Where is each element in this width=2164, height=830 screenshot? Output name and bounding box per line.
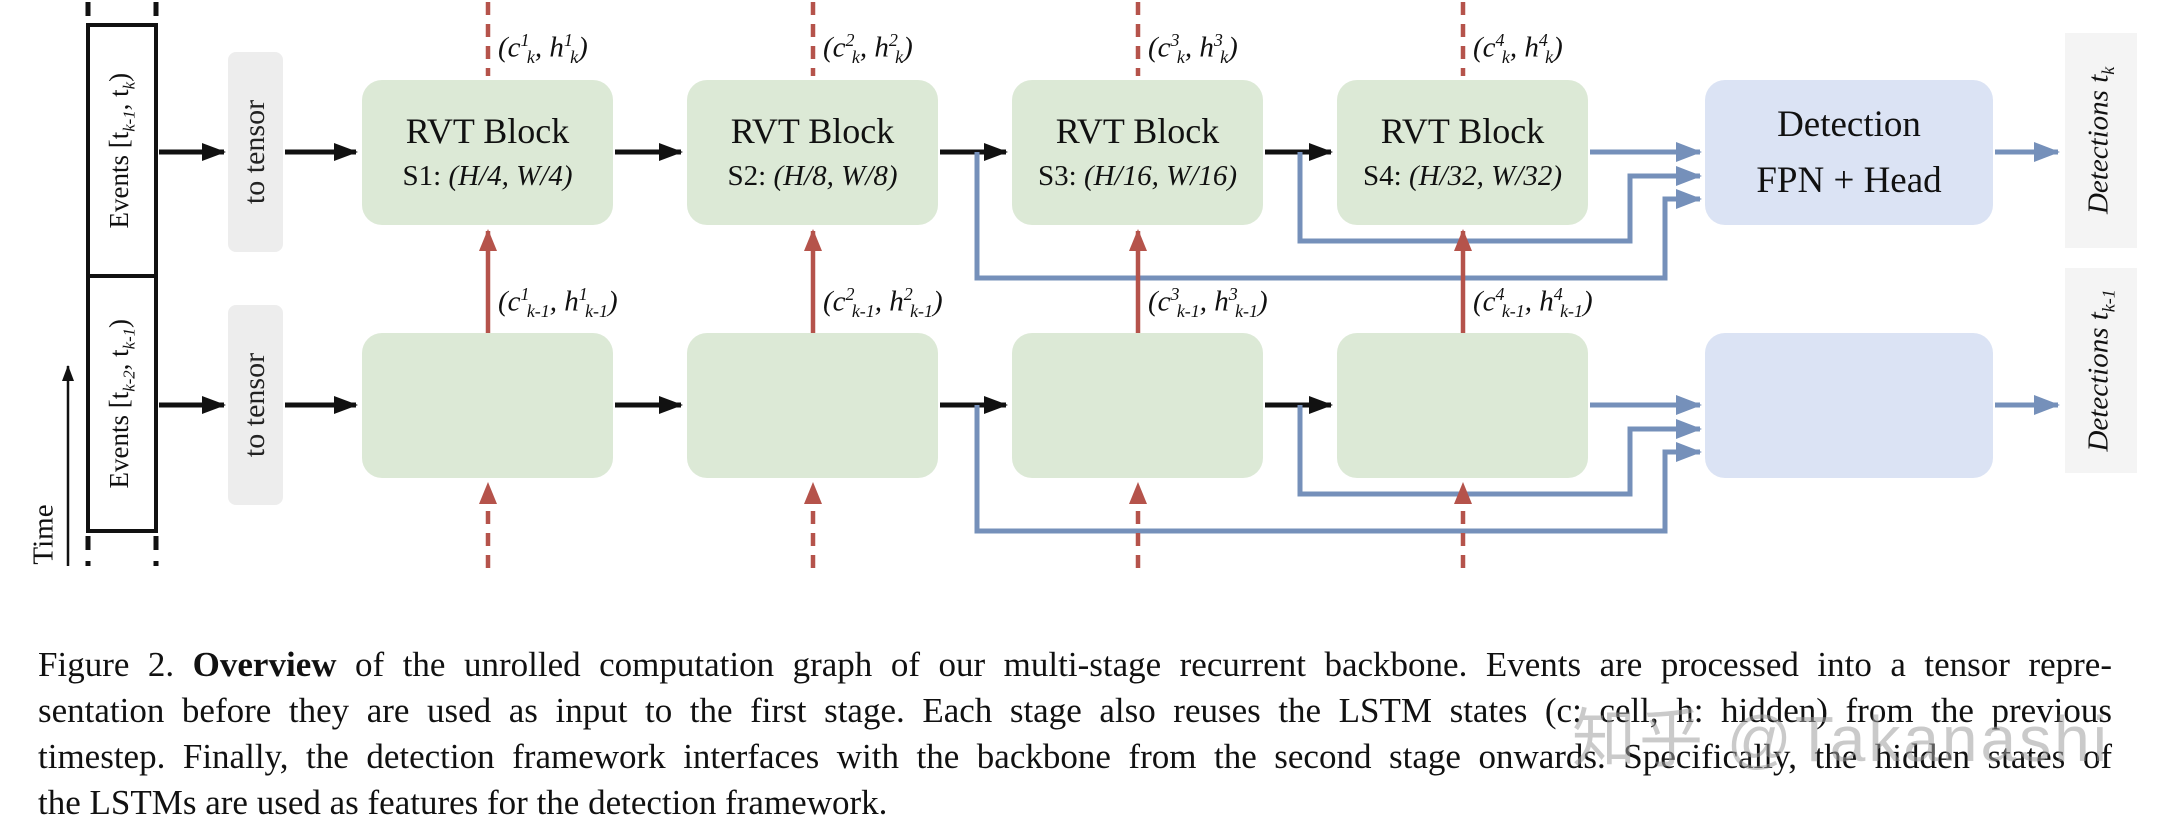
feature-arrows-bottom (974, 395, 2060, 534)
rvt-block-stage-line: S3: (H/16, W/16) (1038, 160, 1237, 193)
rvt-block-s3: RVT Block S3: (H/16, W/16) (1012, 80, 1263, 225)
state-in-label-s3: (c3k-1, h3k-1) (1148, 284, 1268, 322)
stage-size: (H/16, W/16) (1083, 160, 1237, 193)
rvt-block-title: RVT Block (1380, 110, 1545, 151)
detection-head-box: Detection FPN + Head (1705, 80, 1993, 225)
event-box-dashed-edges (85, 2, 159, 566)
caption-line-2: sentation before they are used as input … (38, 691, 2112, 730)
time-axis-label: Time (27, 504, 60, 565)
state-out-label-s3: (c3k, h3k) (1148, 30, 1238, 68)
recurrent-state-arrows (479, 2, 1472, 568)
caption-line-3: timestep. Finally, the detection framewo… (38, 737, 2112, 776)
detection-head-box-prev (1705, 333, 1993, 478)
stage-size: (H/8, W/8) (773, 160, 898, 193)
watermark: 知乎 @Takanashi (1572, 703, 2110, 775)
rvt-block-s2-prev (687, 333, 938, 478)
rvt-block-s3-prev (1012, 333, 1263, 478)
to-tensor-label-bottom: to tensor (238, 352, 272, 458)
to-tensor-box-top: to tensor (228, 52, 283, 252)
caption-line-4: the LSTMs are used as features for the d… (38, 783, 888, 822)
state-out-label-s1: (c1k, h1k) (498, 30, 588, 68)
caption-line-1-rest: of the unrolled computation graph of our… (336, 645, 2112, 684)
caption-figure-number: Figure 2. (38, 645, 193, 684)
events-input-box-tk-1: Events [tk-2, tk-1) (86, 274, 158, 533)
state-in-label-s1: (c1k-1, h1k-1) (498, 284, 618, 322)
stage-label: S3: (1038, 160, 1077, 193)
to-tensor-label-top: to tensor (238, 99, 272, 205)
rvt-block-s1: RVT Block S1: (H/4, W/4) (362, 80, 613, 225)
rvt-block-stage-line: S4: (H/32, W/32) (1363, 160, 1562, 193)
state-in-label-s4: (c4k-1, h4k-1) (1473, 284, 1593, 322)
stage-size: (H/32, W/32) (1408, 160, 1562, 193)
state-out-label-s2: (c2k, h2k) (823, 30, 913, 68)
rvt-block-stage-line: S2: (H/8, W/8) (728, 160, 898, 193)
rvt-block-s4: RVT Block S4: (H/32, W/32) (1337, 80, 1588, 225)
detection-head-line2: FPN + Head (1756, 159, 1942, 201)
events-input-label-tk-1: Events [tk-2, tk-1) (104, 318, 139, 489)
stage-size: (H/4, W/4) (448, 160, 573, 193)
rvt-block-s4-prev (1337, 333, 1588, 478)
detections-output-panel-tk-1: Detections tk-1 (2065, 268, 2137, 473)
feature-arrows-top (974, 142, 2060, 281)
detections-output-panel-tk: Detections tk (2065, 33, 2137, 248)
rvt-block-title: RVT Block (730, 110, 895, 151)
rvt-block-title: RVT Block (405, 110, 570, 151)
figure-diagram: Time Events [tk-1, tk) Events [tk-2, tk-… (27, 2, 2137, 568)
events-input-box-tk: Events [tk-1, tk) (86, 23, 158, 278)
detection-head-line1: Detection (1777, 104, 1921, 145)
figure-caption: Figure 2. Overview of the unrolled compu… (38, 642, 2112, 826)
rvt-block-title: RVT Block (1055, 110, 1220, 151)
caption-line-1: Figure 2. Overview of the unrolled compu… (38, 642, 2112, 688)
diagram-connectors (62, 2, 2060, 568)
events-input-label-tk: Events [tk-1, tk) (104, 72, 139, 229)
stage-label: S2: (727, 160, 767, 193)
stage-label: S4: (1363, 160, 1402, 193)
detections-output-label-tk: Detections tk (2082, 66, 2119, 215)
state-in-label-s2: (c2k-1, h2k-1) (823, 284, 943, 322)
rvt-block-s1-prev (362, 333, 613, 478)
detections-output-label-tk-1: Detections tk-1 (2082, 289, 2119, 452)
rvt-block-stage-line: S1: (H/4, W/4) (403, 160, 573, 193)
caption-bold-word: Overview (192, 645, 337, 684)
rvt-block-s2: RVT Block S2: (H/8, W/8) (687, 80, 938, 225)
to-tensor-box-bottom: to tensor (228, 305, 283, 505)
state-out-label-s4: (c4k, h4k) (1473, 30, 1563, 68)
stage-label: S1: (402, 160, 442, 193)
